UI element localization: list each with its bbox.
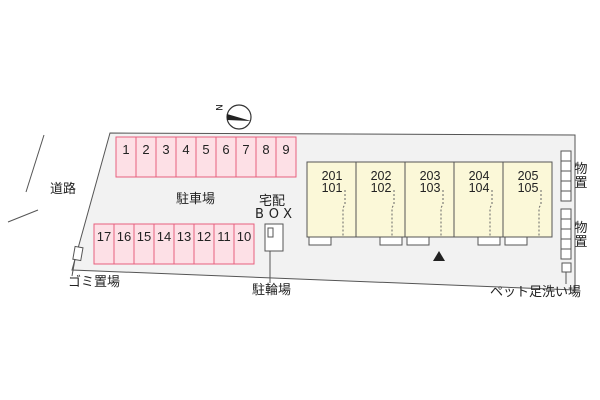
parking-stall-number: 6 bbox=[222, 142, 230, 157]
unit-step bbox=[477, 236, 501, 246]
pet-wash-label: ペット足洗い場 bbox=[490, 285, 582, 300]
unit-partition bbox=[440, 190, 444, 237]
pet-wash-marker bbox=[561, 262, 572, 273]
parking-row-bottom bbox=[93, 223, 255, 265]
storage-units-lower bbox=[560, 208, 572, 260]
parking-stall-number: 12 bbox=[196, 229, 212, 244]
unit-number-upper: 205 bbox=[517, 169, 539, 183]
storage-label-upper: 物置 bbox=[574, 162, 588, 191]
parking-stall-number: 9 bbox=[282, 142, 290, 157]
parking-stall-number: 10 bbox=[236, 229, 252, 244]
parking-stall bbox=[275, 136, 297, 178]
delivery-box-label-line1: 宅配 bbox=[259, 194, 286, 209]
unit-number-upper: 204 bbox=[468, 169, 490, 183]
road-label: 道路 bbox=[50, 182, 77, 197]
storage-label-lower: 物置 bbox=[574, 221, 588, 250]
parking-stall-number: 16 bbox=[116, 229, 132, 244]
garbage-area-marker bbox=[72, 245, 84, 262]
unit-step bbox=[504, 236, 528, 246]
parking-stall-number: 8 bbox=[262, 142, 270, 157]
parking-stall-number: 2 bbox=[142, 142, 150, 157]
parking-row-top bbox=[115, 136, 297, 178]
entrance-triangle-icon bbox=[433, 251, 445, 261]
parking-stall-number: 1 bbox=[122, 142, 130, 157]
unit-number-lower: 105 bbox=[517, 181, 539, 195]
unit-step bbox=[379, 236, 403, 246]
parking-stall-number: 13 bbox=[176, 229, 192, 244]
parking-stall bbox=[233, 223, 255, 265]
unit-number-lower: 104 bbox=[468, 181, 490, 195]
compass-north-icon bbox=[226, 104, 252, 130]
garbage-area-label: ゴミ置場 bbox=[68, 275, 121, 290]
parking-stall-number: 14 bbox=[156, 229, 172, 244]
parking-stall-number: 15 bbox=[136, 229, 152, 244]
road-edge-line bbox=[7, 209, 39, 223]
unit-number-upper: 201 bbox=[321, 169, 343, 183]
unit-number-lower: 101 bbox=[321, 181, 343, 195]
parking-label: 駐車場 bbox=[176, 192, 216, 207]
delivery-box-label-line2: BOX bbox=[255, 207, 297, 222]
apartment-unit bbox=[355, 161, 406, 238]
unit-partition bbox=[538, 190, 542, 237]
storage-units-upper bbox=[560, 150, 572, 202]
garbage-leader-line bbox=[71, 258, 76, 277]
unit-number-upper: 202 bbox=[370, 169, 392, 183]
unit-step bbox=[406, 236, 430, 246]
unit-partition bbox=[489, 190, 493, 237]
unit-step bbox=[308, 236, 332, 246]
unit-partition bbox=[391, 190, 395, 237]
unit-number-upper: 203 bbox=[419, 169, 441, 183]
delivery-box-slot bbox=[267, 227, 274, 238]
parking-stall-number: 5 bbox=[202, 142, 210, 157]
parking-stall-number: 4 bbox=[182, 142, 190, 157]
parking-stall-number: 7 bbox=[242, 142, 250, 157]
compass-n-label: N bbox=[212, 104, 223, 111]
parking-stall-number: 17 bbox=[96, 229, 112, 244]
parking-stall-number: 3 bbox=[162, 142, 170, 157]
road-edge-line bbox=[25, 134, 45, 193]
unit-number-lower: 103 bbox=[419, 181, 441, 195]
apartment-unit bbox=[404, 161, 455, 238]
apartment-unit bbox=[502, 161, 553, 238]
apartment-building bbox=[306, 161, 553, 246]
bicycle-parking-label: 駐輪場 bbox=[252, 283, 292, 298]
apartment-unit bbox=[453, 161, 504, 238]
unit-number-lower: 102 bbox=[370, 181, 392, 195]
apartment-unit bbox=[306, 161, 357, 238]
parking-stall-number: 11 bbox=[217, 229, 231, 244]
unit-partition bbox=[342, 190, 346, 237]
